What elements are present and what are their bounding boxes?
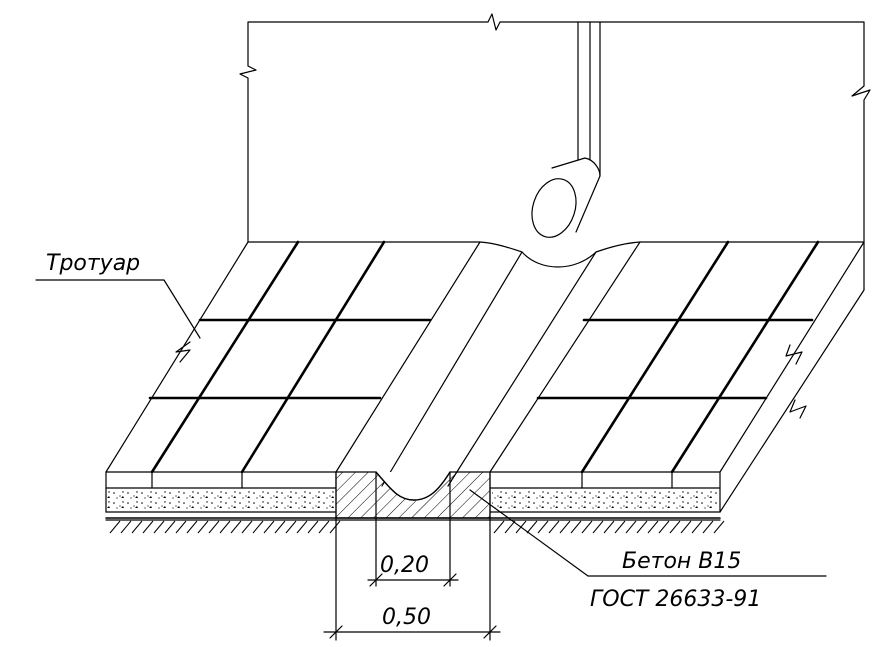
wall-outline (239, 13, 871, 243)
ground-hatch-tick (208, 520, 220, 534)
ground-hatch-tick (307, 520, 319, 534)
ground-hatch-tick (548, 520, 560, 534)
ground-hatch-tick (252, 520, 264, 534)
ground-hatch-tick (614, 520, 626, 534)
ground-hatch-tick (197, 520, 209, 534)
tile-grid-right (536, 240, 820, 489)
ground-hatch-tick (219, 520, 231, 534)
ground-hatch-tick (691, 520, 703, 534)
ground-hatch-tick (636, 520, 648, 534)
ground-hatch-tick (241, 520, 253, 534)
ground-hatch-tick (647, 520, 659, 534)
ground-hatch-tick (570, 520, 582, 534)
ground-hatch-tick (296, 520, 308, 534)
ground-hatch-tick (120, 520, 132, 534)
ground-hatch-tick (581, 520, 593, 534)
ground-hatch-tick (713, 520, 725, 534)
ground-hatch-tick (504, 520, 516, 534)
ground-hatch-tick (526, 520, 538, 534)
ground-hatch-tick (142, 520, 154, 534)
label-standard: ГОСТ 26633-91 (590, 587, 761, 612)
ground-hatch-tick (702, 520, 714, 534)
ground-hatch-tick (230, 520, 242, 534)
ground-hatch-tick (175, 520, 187, 534)
dimension-inner-width: 0,20 (380, 553, 429, 578)
downpipe (531, 21, 601, 238)
ground-hatch-tick (131, 520, 143, 534)
ground-hatch-tick (680, 520, 692, 534)
drainage-channel (335, 241, 641, 487)
ground-hatch-tick (318, 520, 330, 534)
ground-hatch-tick (285, 520, 297, 534)
ground-hatch-tick (164, 520, 176, 534)
ground-hatch-tick (603, 520, 615, 534)
dimension-outer-width: 0,50 (382, 605, 431, 630)
label-sidewalk: Тротуар (46, 251, 140, 276)
ground-hatch-tick (153, 520, 165, 534)
concrete-tray-section (335, 471, 491, 519)
ground-hatch-tick (263, 520, 275, 534)
ground-hatch-tick (329, 520, 341, 534)
ground-hatch-tick (592, 520, 604, 534)
ground-hatch-tick (537, 520, 549, 534)
ground-hatch-tick (186, 520, 198, 534)
ground-hatch-tick (109, 520, 121, 534)
ground-hatching (105, 519, 725, 534)
ground-hatch-tick (658, 520, 670, 534)
ground-hatch-tick (274, 520, 286, 534)
ground-hatch-tick (625, 520, 637, 534)
ground-hatch-tick (669, 520, 681, 534)
tile-grid-left (148, 240, 432, 489)
concrete-base-layer (106, 490, 718, 510)
ground-hatch-tick (559, 520, 571, 534)
dimension-lines (323, 471, 501, 641)
leader-lines (35, 279, 827, 577)
label-concrete: Бетон В15 (622, 549, 741, 574)
ground-hatch-tick (493, 520, 505, 534)
